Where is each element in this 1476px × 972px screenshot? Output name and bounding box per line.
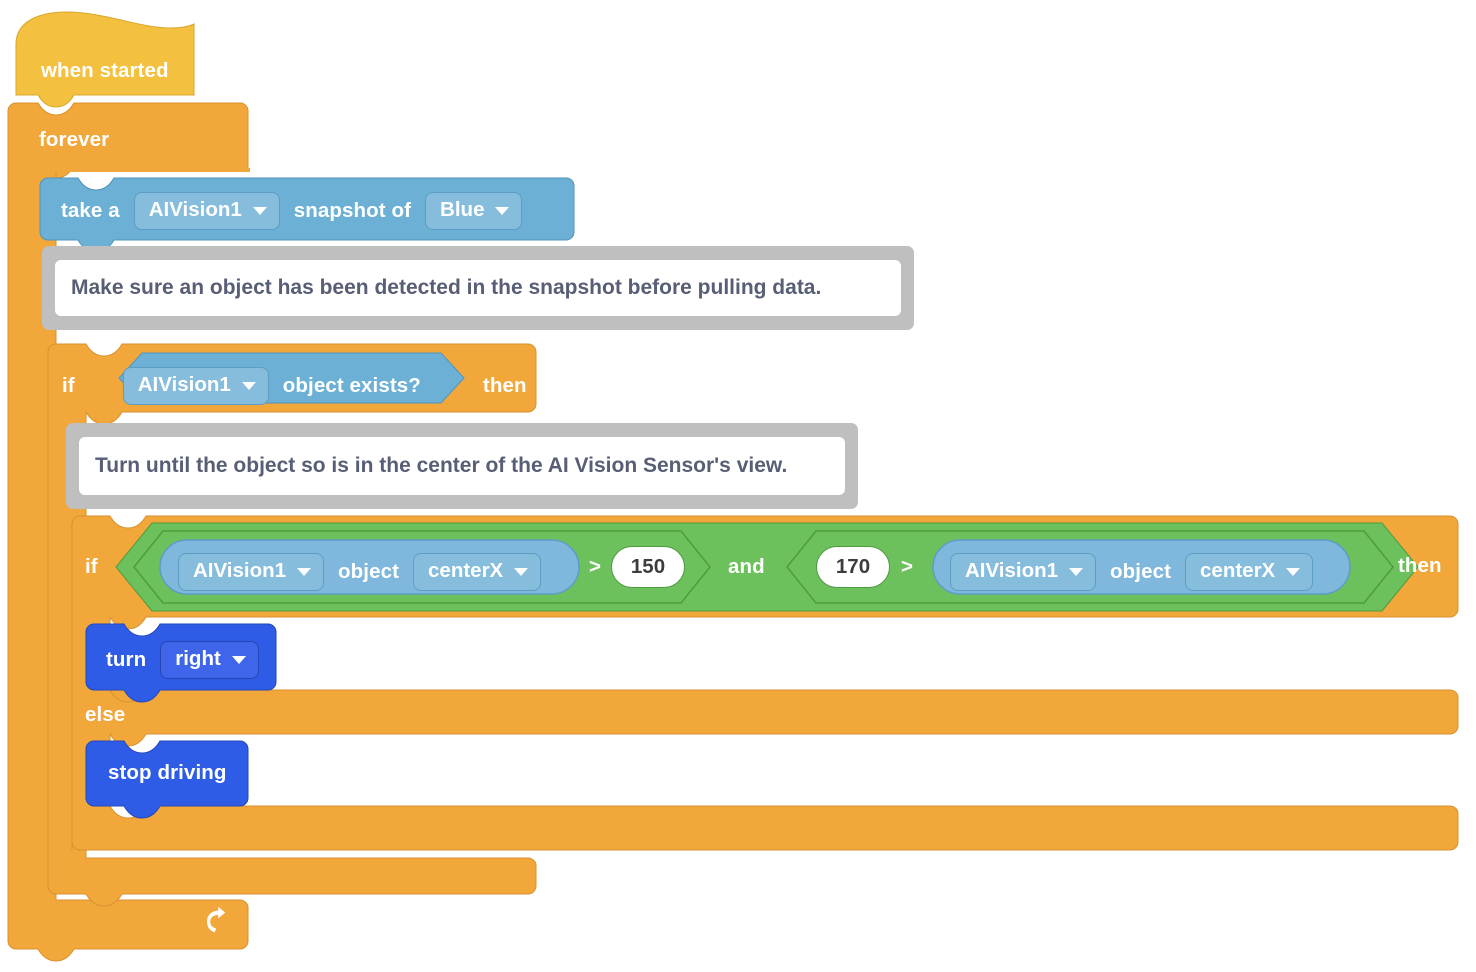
if-exists-condition-label: object exists? [282,373,421,397]
left-reporter-property-value: centerX [428,559,504,582]
if-else-else-label: else [85,703,126,726]
when-started-block-shape[interactable] [15,11,195,108]
right-reporter-property-value: centerX [1200,559,1276,582]
comment-detected-object[interactable]: Make sure an object has been detected in… [42,246,914,330]
left-reporter-property-dropdown[interactable]: centerX [413,553,542,591]
if-exists-row[interactable]: if AIVision1 object exists? then [62,367,527,405]
compare-left-reporter[interactable]: AIVision1 object centerX [178,553,542,591]
if-exists-then-label: then [482,373,527,397]
if-else-if-label: if [85,555,98,578]
turn-block-row[interactable]: turn right [106,641,259,679]
if-else-else-bar-shape[interactable] [71,689,1459,747]
compare-left-value: 150 [630,554,666,578]
if-exists-if-label: if [62,373,75,397]
snapshot-target-dropdown[interactable]: Blue [425,192,523,230]
chevron-down-icon [1069,567,1084,576]
compare-right-value-field[interactable]: 170 [816,546,890,588]
stop-driving-label: stop driving [108,761,227,784]
stop-driving-block-shape[interactable] [85,740,249,819]
compare-left-value-field[interactable]: 150 [611,546,685,588]
left-reporter-device-value: AIVision1 [193,559,287,582]
if-else-footer-shape[interactable] [71,805,1459,851]
comment-detected-object-text: Make sure an object has been detected in… [71,275,822,299]
turn-direction-value: right [175,647,221,670]
snapshot-block-row[interactable]: take a AIVision1 snapshot of Blue [61,192,523,230]
loop-arrow-icon [207,906,226,933]
compare-left-operator: > [589,555,602,578]
right-reporter-device-dropdown[interactable]: AIVision1 [950,553,1097,591]
compare-right-value: 170 [835,554,871,578]
chevron-down-icon [297,567,312,576]
right-reporter-property-dropdown[interactable]: centerX [1185,553,1314,591]
snapshot-middle-label: snapshot of [293,198,412,222]
chevron-down-icon [1286,567,1301,576]
chevron-down-icon [514,567,529,576]
turn-label: turn [106,647,147,671]
if-exists-block-shape[interactable] [47,343,537,907]
right-reporter-device-value: AIVision1 [965,559,1059,582]
snapshot-device-dropdown[interactable]: AIVision1 [133,192,280,230]
when-started-label: when started [41,59,169,82]
compare-right-reporter[interactable]: AIVision1 object centerX [950,553,1314,591]
left-reporter-device-dropdown[interactable]: AIVision1 [178,553,325,591]
right-reporter-word: object [1110,559,1172,583]
chevron-down-icon [495,206,510,215]
chevron-down-icon [231,655,246,664]
snapshot-device-value: AIVision1 [148,198,242,221]
comment-turn-until-center-body[interactable]: Turn until the object so is in the cente… [79,437,845,495]
forever-inner-notch [40,168,250,172]
if-else-then-label: then [1398,554,1442,577]
compare-right-operator: > [901,555,914,578]
comment-turn-until-center[interactable]: Turn until the object so is in the cente… [66,423,858,509]
comment-detected-object-body[interactable]: Make sure an object has been detected in… [55,260,901,316]
comment-turn-until-center-text: Turn until the object so is in the cente… [95,453,788,477]
and-operator-label: and [728,555,765,578]
if-exists-device-value: AIVision1 [137,373,231,396]
turn-direction-dropdown[interactable]: right [160,641,259,679]
forever-label: forever [39,128,110,151]
snapshot-prefix-label: take a [61,198,120,222]
left-reporter-word: object [338,559,400,583]
chevron-down-icon [241,381,256,390]
snapshot-target-value: Blue [440,198,485,221]
chevron-down-icon [252,206,267,215]
if-exists-device-dropdown[interactable]: AIVision1 [122,367,269,405]
